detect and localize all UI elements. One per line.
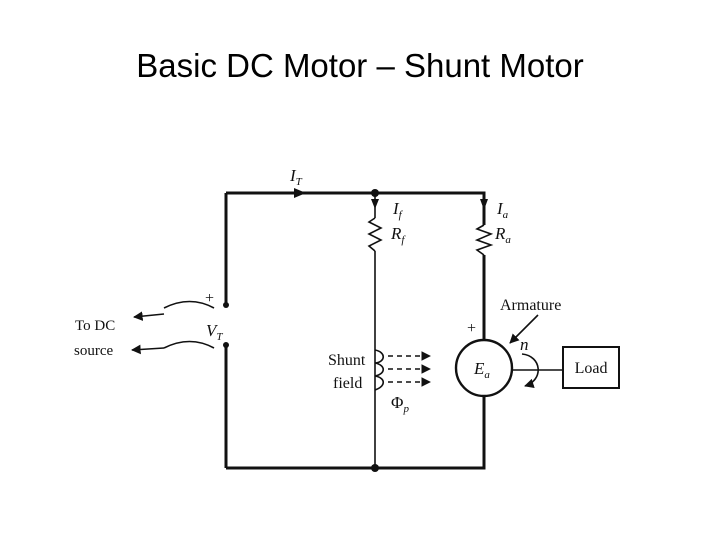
armature-current-subscript: a <box>503 209 509 221</box>
field-current-subscript: f <box>399 209 404 221</box>
field-current-label: If <box>392 199 404 221</box>
field-resistance-label: Rf <box>390 224 406 246</box>
upper-terminal-dot <box>223 302 229 308</box>
field-current-symbol: I <box>392 199 400 218</box>
source-label-line2: source <box>74 343 113 359</box>
flux-symbol: Φ <box>391 393 403 412</box>
flux-arrows <box>388 351 431 387</box>
field-current-arrow <box>371 199 379 209</box>
speed-label: n <box>520 335 529 354</box>
field-resistance-subscript: f <box>401 234 406 246</box>
flux-subscript: p <box>402 403 409 415</box>
armature-plus-sign: + <box>467 320 476 337</box>
dc-source-switch <box>131 300 229 355</box>
field-resistor <box>367 217 383 252</box>
back-emf-symbol: E <box>473 359 485 378</box>
source-plus-sign: + <box>205 290 214 307</box>
slide-title: Basic DC Motor – Shunt Motor <box>136 47 584 84</box>
terminal-voltage-label: VT <box>206 321 223 343</box>
armature-resistance-subscript: a <box>505 234 511 246</box>
armature-current-symbol: I <box>496 199 504 218</box>
shunt-field-label-line1: Shunt <box>328 352 366 369</box>
armature-circle <box>454 338 514 398</box>
junction-dot-top <box>371 189 379 197</box>
armature-resistance-symbol: R <box>494 224 506 243</box>
back-emf-subscript: a <box>484 369 490 381</box>
armature-label: Armature <box>500 297 561 314</box>
load-box <box>562 346 620 389</box>
armature-resistor <box>474 224 494 256</box>
back-emf-label: Ea <box>473 359 490 381</box>
armature-current-label: Ia <box>496 199 509 221</box>
source-label-line1: To DC <box>75 318 115 334</box>
bottom-bus-wire <box>226 396 486 470</box>
lower-source-lead <box>131 344 165 355</box>
upper-switch-contact <box>163 300 215 309</box>
shunt-field-coil <box>374 349 385 391</box>
load-label: Load <box>575 360 608 377</box>
armature-current-arrow <box>480 199 488 210</box>
field-resistance-symbol: R <box>390 224 402 243</box>
circuit-wires <box>224 191 486 470</box>
shunt-field-label-line2: field <box>333 375 362 392</box>
rotation-arrow <box>521 353 539 388</box>
line-current-arrow <box>294 188 306 198</box>
lower-switch-contact <box>163 340 215 349</box>
line-current-symbol: I <box>289 166 297 185</box>
line-current-subscript: T <box>296 176 303 188</box>
terminal-voltage-symbol: V <box>206 321 219 340</box>
upper-source-lead <box>133 311 165 321</box>
junction-dot-bottom <box>371 464 379 472</box>
armature-pointer-arrow <box>509 314 539 344</box>
top-bus-wire <box>226 191 486 225</box>
armature-resistance-label: Ra <box>494 224 511 246</box>
flux-label: Φp <box>391 393 409 415</box>
terminal-voltage-subscript: T <box>216 331 223 343</box>
lower-terminal-dot <box>223 342 229 348</box>
line-current-label: IT <box>289 166 303 188</box>
